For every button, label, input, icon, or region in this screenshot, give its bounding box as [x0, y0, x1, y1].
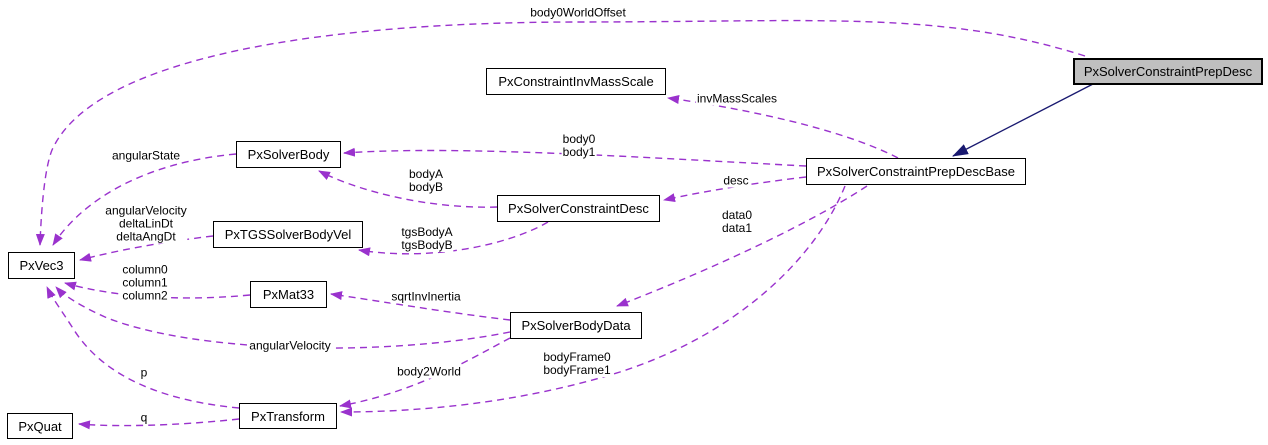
member-edge-data0-data1 [616, 185, 868, 307]
member-edge-angularVelocity-deltaLinDt-deltaAngDt [79, 235, 214, 262]
class-node-PxTransform[interactable]: PxTransform [239, 403, 337, 429]
member-edge-invMassScales [667, 95, 899, 159]
class-node-PxTGSSolverBodyVel[interactable]: PxTGSSolverBodyVel [213, 221, 363, 248]
edge-label-line: angularState [111, 148, 181, 163]
class-node-PxSolverConstraintPrepDescBase[interactable]: PxSolverConstraintPrepDescBase [806, 158, 1026, 185]
edge-label-p: p [139, 365, 149, 380]
class-node-PxVec3[interactable]: PxVec3 [8, 252, 75, 279]
edge-label-line: bodyFrame1 [543, 363, 611, 377]
edge-label-angularState: angularState [110, 148, 182, 163]
edge-label-line: angularVelocity [249, 338, 331, 353]
member-edge-bodyA-bodyB [318, 170, 498, 208]
edge-label-line: column1 [122, 275, 168, 290]
member-edge-bodyFrame0-bodyFrame1 [340, 185, 846, 417]
edge-label-line: desc [723, 173, 749, 188]
class-node-PxSolverBody[interactable]: PxSolverBody [236, 141, 341, 168]
edge-label-line: body0WorldOffset [530, 5, 626, 20]
member-edge-angularVelocity [55, 286, 511, 349]
edge-label-line: column0 [122, 262, 168, 277]
member-edge-column0-column1-column2 [64, 281, 251, 299]
edge-label-line: bodyFrame0 [543, 350, 611, 364]
member-edge-sqrtInvInertia [330, 291, 511, 321]
edge-label-line: q [140, 410, 148, 425]
class-node-PxMat33[interactable]: PxMat33 [250, 281, 327, 308]
member-edge-q [78, 418, 240, 430]
class-node-PxSolverConstraintDesc[interactable]: PxSolverConstraintDesc [497, 195, 660, 222]
member-edge-body0-body1 [343, 147, 807, 167]
edge-label-body0WorldOffset: body0WorldOffset [529, 5, 627, 20]
edge-label-q: q [139, 410, 149, 425]
edge-label-invMassScales: invMassScales [695, 91, 779, 106]
member-edge-body0WorldOffset [35, 19, 1086, 246]
edge-label-line: column2 [122, 288, 168, 303]
edge-label-line: data0 [721, 208, 753, 222]
class-node-PxQuat[interactable]: PxQuat [7, 413, 73, 439]
class-node-PxSolverConstraintPrepDesc: PxSolverConstraintPrepDesc [1073, 58, 1263, 85]
member-edge-angularState [52, 153, 237, 246]
edge-label-line: bodyB [408, 180, 444, 194]
class-node-PxConstraintInvMassScale[interactable]: PxConstraintInvMassScale [486, 68, 666, 95]
edge-label-desc: desc [722, 173, 750, 188]
edge-label-line: angularVelocity [105, 203, 187, 218]
member-edge-p [46, 286, 240, 409]
edge-label-line: body1 [562, 145, 596, 159]
edge-label-line: bodyA [408, 167, 444, 181]
edge-label-line: body0 [562, 132, 596, 146]
edge-label-body2World: body2World [396, 364, 462, 379]
edge-label-line: deltaAngDt [116, 229, 176, 244]
member-edge-body2World [339, 337, 511, 409]
edge-label-line: tgsBodyA [401, 225, 453, 239]
edge-label-line: invMassScales [696, 91, 778, 106]
edge-label-line: deltaLinDt [118, 216, 174, 231]
edge-label-line: data1 [721, 221, 753, 235]
edge-label-angularVelocity: angularVelocity [248, 338, 332, 353]
edge-label-line: sqrtInvInertia [391, 289, 461, 304]
class-node-PxSolverBodyData[interactable]: PxSolverBodyData [510, 312, 642, 339]
edge-label-line: p [140, 365, 148, 380]
edge-label-line: tgsBodyB [401, 238, 453, 252]
inheritance-edge-inheritance [952, 83, 1094, 157]
edge-label-sqrtInvInertia: sqrtInvInertia [390, 289, 462, 304]
edge-label-line: body2World [397, 364, 461, 379]
member-edge-tgsBodyA-tgsBodyB [358, 221, 549, 257]
